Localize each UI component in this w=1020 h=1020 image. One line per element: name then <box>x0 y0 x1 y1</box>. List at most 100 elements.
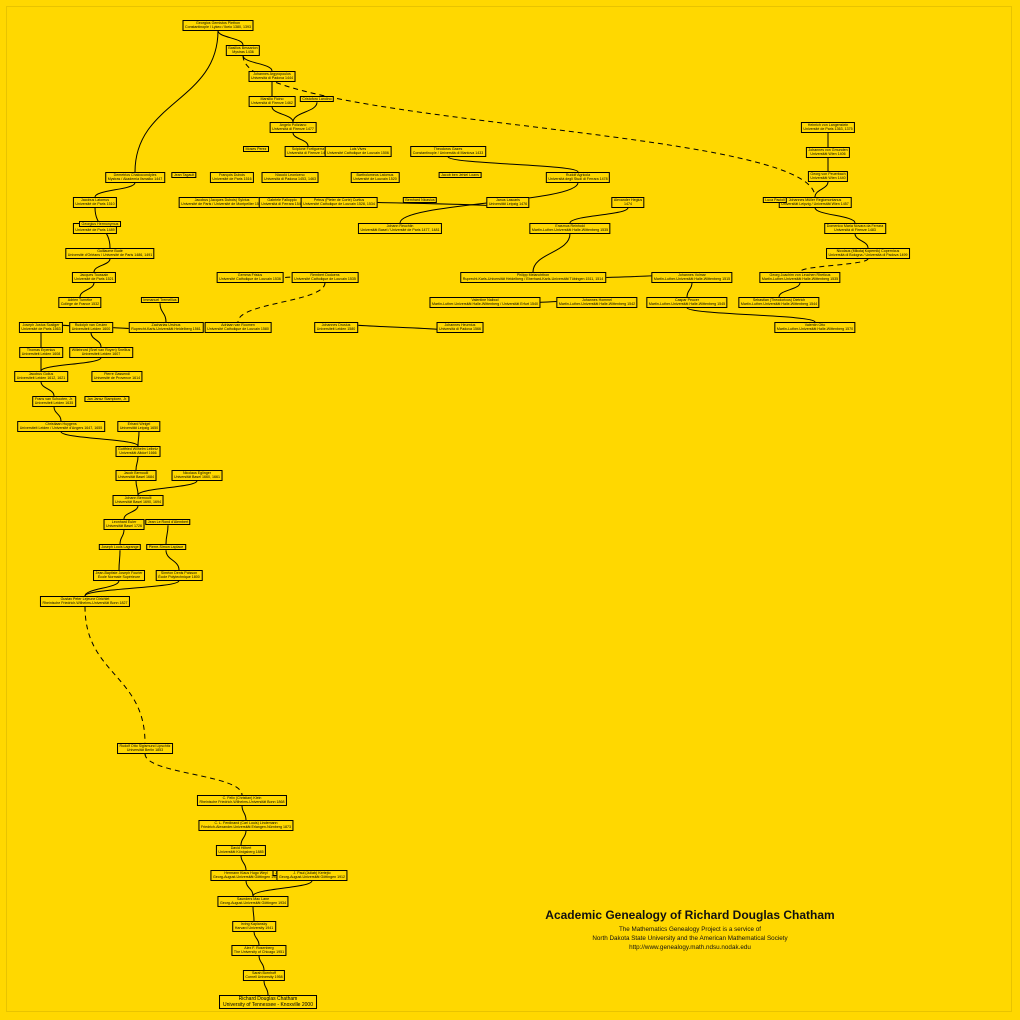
person-node-pistoris[interactable]: Luca Pacioli <box>762 197 788 204</box>
edge-copernicus-to-rheticus <box>799 258 869 273</box>
person-node-tremellius[interactable]: Immanuel Tremellius <box>140 297 180 304</box>
title-block: Academic Genealogy of Richard Douglas Ch… <box>540 908 840 952</box>
person-name: Luis Vives <box>349 147 367 151</box>
person-name: Siméon Denis Poisson <box>160 571 198 575</box>
person-node-hermonymus[interactable]: Georgius Hermonymus <box>79 221 121 228</box>
person-name: Sebastian (Theodoricus) Dietrich <box>752 298 806 302</box>
subtitle-url[interactable]: http://www.genealogy.math.ndsu.nodak.edu <box>629 943 751 951</box>
person-node-landino[interactable]: Cristoforo Landino <box>299 96 335 103</box>
person-degree: Martin-Luther-Universität Halle-Wittenbe… <box>740 302 818 307</box>
person-node-laplace[interactable]: Pierre-Simon Laplace <box>146 544 186 551</box>
person-node-schooten[interactable]: Frans van Schooten, Jr.Universiteit Leid… <box>32 396 76 407</box>
person-name: Gustav Peter Lejeune Dirichlet <box>60 597 110 601</box>
edge-kuratowski-to-maclane <box>252 880 313 897</box>
person-node-mathesius[interactable]: Bernhard Nicasius <box>402 197 438 204</box>
person-degree: Università di Ferrara 1548 <box>261 202 303 207</box>
person-node-schotten2[interactable]: Jan Jansz Stampioen, Jr. <box>84 396 130 403</box>
person-node-dalembert[interactable]: Jean Le Rond d'Alembert <box>145 519 191 526</box>
person-node-lagrange[interactable]: Joseph Louis Lagrange <box>98 544 142 551</box>
person-name: Pierre Gassendi <box>104 372 130 376</box>
person-degree: Università di Padova 1444 <box>251 76 293 81</box>
person-degree: Università di Padova 1566 <box>439 327 481 332</box>
edge-laplace-to-poisson <box>165 550 180 571</box>
person-node-pienzi[interactable]: Moses Perez <box>243 146 269 153</box>
edge-rheticus-to-praetorius <box>778 282 801 298</box>
person-node-tagault[interactable]: Jean Tagault <box>171 172 197 179</box>
person-node-lasala[interactable]: Jacob ben Jehiel Loans <box>438 172 482 179</box>
person-degree: Georg-August-Universität Göttingen 1912 <box>278 875 346 880</box>
person-degree: Università di Firenze 1477 <box>272 127 314 132</box>
